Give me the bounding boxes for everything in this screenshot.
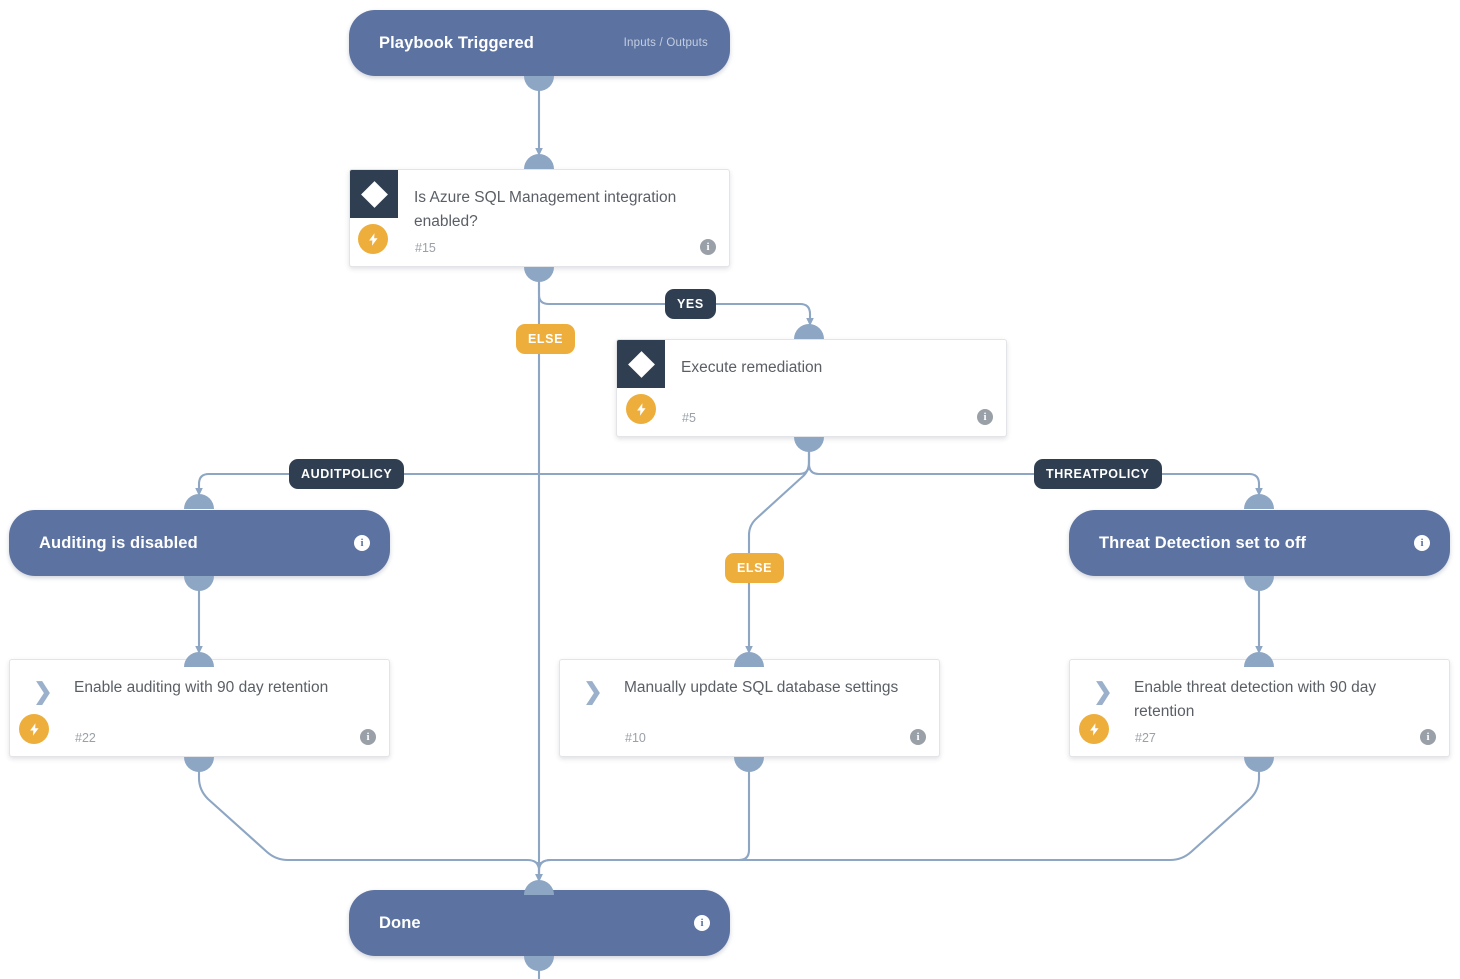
diamond-icon <box>350 170 398 218</box>
node-auditing-disabled[interactable]: Auditing is disabled i <box>9 510 390 576</box>
info-icon[interactable]: i <box>700 239 716 255</box>
node-enable-threat-detection[interactable]: ❯ Enable threat detection with 90 day re… <box>1069 659 1450 757</box>
node-title: Execute remediation <box>681 359 823 376</box>
node-number: #27 <box>1135 731 1156 745</box>
edge-label-threatpolicy[interactable]: THREATPOLICY <box>1034 459 1162 489</box>
node-threat-detection-off[interactable]: Threat Detection set to off i <box>1069 510 1450 576</box>
node-number: #15 <box>415 241 436 255</box>
diamond-icon <box>617 340 665 388</box>
lightning-bolt-icon <box>19 714 49 744</box>
node-done[interactable]: Done i <box>349 890 730 956</box>
edge-manual-to-done <box>535 764 751 883</box>
edge-label-auditpolicy[interactable]: AUDITPOLICY <box>289 459 405 489</box>
node-number: #22 <box>75 731 96 745</box>
lightning-bolt-icon <box>358 224 388 254</box>
node-title: Done <box>379 913 421 932</box>
port-in-threat-detection-off[interactable] <box>1244 494 1274 509</box>
port-in-auditing-disabled[interactable] <box>184 494 214 509</box>
edge-enableaudit-to-done <box>197 764 543 883</box>
port-out-enable-threat-detection[interactable] <box>1244 757 1274 772</box>
edge-label-text: YES <box>677 297 704 311</box>
info-icon[interactable]: i <box>694 915 710 931</box>
node-title: Enable threat detection with 90 day rete… <box>1134 679 1377 720</box>
node-execute-remediation[interactable]: Execute remediation #5 i <box>616 339 1007 437</box>
edge-label-text: AUDITPOLICY <box>301 467 393 481</box>
node-enable-auditing[interactable]: ❯ Enable auditing with 90 day retention … <box>9 659 390 757</box>
chevron-right-icon: ❯ <box>1093 678 1113 704</box>
port-in-manual-update[interactable] <box>734 652 764 667</box>
node-manual-update[interactable]: ❯ Manually update SQL database settings … <box>559 659 940 757</box>
node-title: Auditing is disabled <box>39 533 198 552</box>
port-in-execute-remediation[interactable] <box>794 324 824 339</box>
info-icon[interactable]: i <box>354 535 370 551</box>
port-out-enable-auditing[interactable] <box>184 757 214 772</box>
info-icon[interactable]: i <box>1420 729 1436 745</box>
chevron-right-icon: ❯ <box>33 678 53 704</box>
edge-exec-else <box>745 450 811 655</box>
port-in-done[interactable] <box>524 880 554 895</box>
edge-label-else-top[interactable]: ELSE <box>516 324 576 354</box>
node-number: #5 <box>682 411 696 425</box>
info-icon[interactable]: i <box>360 729 376 745</box>
port-out-execute-remediation[interactable] <box>794 437 824 452</box>
port-out-done[interactable] <box>524 956 554 971</box>
port-in-enable-threat-detection[interactable] <box>1244 652 1274 667</box>
port-out-trigger[interactable] <box>524 76 554 91</box>
node-number: #10 <box>625 731 646 745</box>
inputs-outputs-label[interactable]: Inputs / Outputs <box>623 37 708 49</box>
port-out-threat-detection-off[interactable] <box>1244 576 1274 591</box>
node-title: Manually update SQL database settings <box>624 679 899 696</box>
port-in-enable-auditing[interactable] <box>184 652 214 667</box>
node-title: Threat Detection set to off <box>1099 533 1307 552</box>
edge-label-yes[interactable]: YES <box>665 289 716 319</box>
info-icon[interactable]: i <box>910 729 926 745</box>
node-title: Is Azure SQL Management integration enab… <box>414 189 677 230</box>
info-icon[interactable]: i <box>1414 535 1430 551</box>
chevron-right-icon: ❯ <box>583 678 603 704</box>
edge-enablethreat-to-done <box>535 764 1261 883</box>
lightning-bolt-icon <box>626 394 656 424</box>
port-out-condition-sql[interactable] <box>524 267 554 282</box>
info-icon[interactable]: i <box>977 409 993 425</box>
node-title: Enable auditing with 90 day retention <box>74 679 329 696</box>
port-in-condition-sql[interactable] <box>524 154 554 169</box>
lightning-bolt-icon <box>1079 714 1109 744</box>
edge-label-text: ELSE <box>737 561 773 575</box>
node-title: Playbook Triggered <box>379 33 534 52</box>
port-out-auditing-disabled[interactable] <box>184 576 214 591</box>
edge-label-text: ELSE <box>528 332 564 346</box>
node-playbook-triggered[interactable]: Playbook Triggered Inputs / Outputs <box>349 10 730 76</box>
port-out-manual-update[interactable] <box>734 757 764 772</box>
edge-label-else-mid[interactable]: ELSE <box>725 553 785 583</box>
edge-label-text: THREATPOLICY <box>1046 467 1150 481</box>
node-condition-azure-sql[interactable]: Is Azure SQL Management integration enab… <box>349 169 730 267</box>
